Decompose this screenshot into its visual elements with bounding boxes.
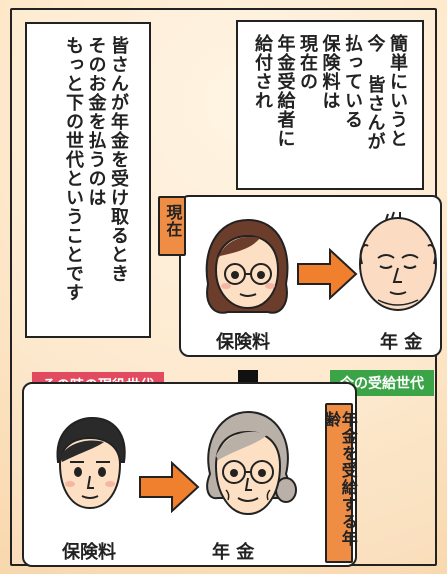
premium-label: 保険料: [216, 332, 270, 353]
current-tab: 現在: [158, 196, 186, 256]
woman-with-glasses-icon: [205, 218, 289, 314]
pension-label: 年 金: [212, 542, 255, 563]
caption-line: もっと下の世代ということです: [63, 36, 84, 302]
young-man-icon: [56, 416, 126, 510]
caption-left-text: 皆さんが年金を受け取るとき そのお金を払うのは もっと下の世代ということです: [62, 36, 129, 302]
right-arrow-icon: [297, 248, 358, 300]
caption-line: 簡単にいうと: [387, 34, 408, 148]
caption-line: 皆さんが年金を受け取るとき: [108, 36, 129, 283]
caption-top-right-text: 簡単にいうと 今 皆さんが 払っている 保険料は 現在の 年金受給者に 給付され: [251, 34, 408, 151]
caption-line: そのお金を払うのは: [85, 36, 107, 207]
pension-label: 年 金: [380, 332, 423, 353]
right-arrow-icon: [139, 461, 200, 513]
caption-line: 年金受給者に: [274, 34, 296, 148]
caption-left: 皆さんが年金を受け取るとき そのお金を払うのは もっと下の世代ということです: [25, 22, 151, 338]
premium-label: 保険料: [62, 542, 116, 563]
caption-line: 給付され: [252, 34, 273, 110]
pension-age-tab-label: 年金を受給する年齢: [322, 411, 358, 547]
caption-line: 払っている: [342, 34, 363, 129]
caption-line: 現在の: [297, 34, 318, 91]
caption-line: 保険料は: [319, 34, 341, 110]
current-tab-label: 現在: [163, 204, 183, 238]
pension-age-tab: 年金を受給する年齢: [322, 403, 358, 563]
elderly-woman-with-glasses-icon: [206, 410, 297, 516]
caption-top-right: 簡単にいうと 今 皆さんが 払っている 保険料は 現在の 年金受給者に 給付され: [236, 20, 424, 190]
caption-line: 今 皆さんが: [364, 34, 386, 151]
elderly-man-icon: [359, 211, 437, 311]
